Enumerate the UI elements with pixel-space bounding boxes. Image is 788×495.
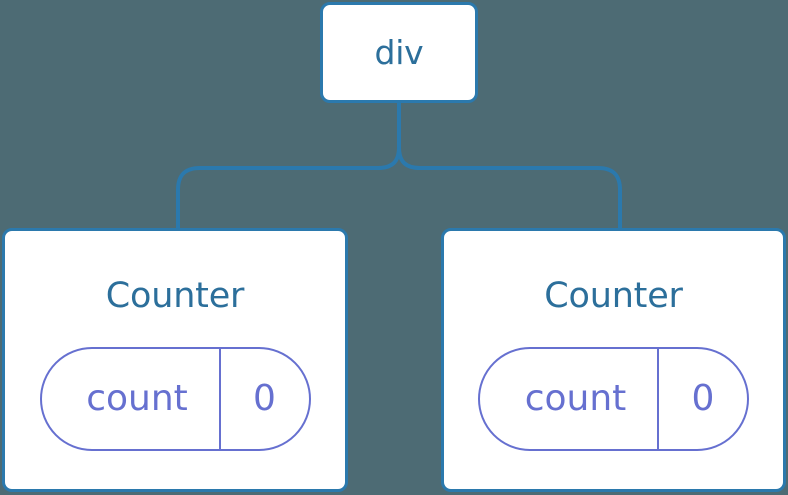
state-pill-counter-1[interactable]: count 0 [39, 347, 311, 451]
node-counter-2[interactable]: Counter count 0 [441, 228, 786, 492]
node-counter-1-label: Counter [105, 276, 245, 316]
edge-root-to-right-child [397, 101, 622, 230]
node-div[interactable]: div [320, 2, 478, 103]
node-counter-2-label: Counter [544, 276, 683, 316]
node-div-label: div [374, 33, 424, 72]
state-pill-counter-2[interactable]: count 0 [478, 347, 749, 451]
state-value-counter-2: 0 [657, 349, 747, 449]
state-key-counter-2: count [524, 378, 627, 419]
edge-root-to-left-child [176, 101, 401, 230]
node-counter-1[interactable]: Counter count 0 [2, 228, 348, 492]
state-key-counter-1: count [86, 378, 188, 419]
state-value-counter-1: 0 [218, 349, 309, 449]
